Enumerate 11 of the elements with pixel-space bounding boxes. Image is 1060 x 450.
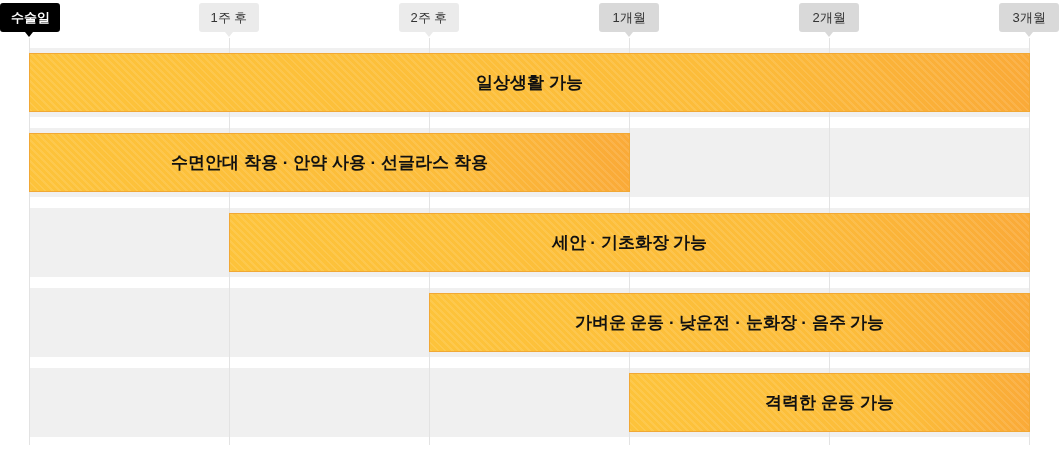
duration-bar: 수면안대 착용 · 안약 사용 · 선글라스 착용 — [29, 133, 630, 192]
time-marker-tag: 3개월 — [999, 3, 1059, 37]
duration-bar: 가벼운 운동 · 낮운전 · 눈화장 · 음주 가능 — [429, 293, 1030, 352]
time-marker-tag: 1주 후 — [199, 3, 259, 37]
duration-bar: 격력한 운동 가능 — [629, 373, 1030, 432]
time-marker-tag: 수술일 — [0, 3, 60, 37]
time-marker-tag: 2주 후 — [399, 3, 459, 37]
duration-bar: 세안 · 기초화장 가능 — [229, 213, 1030, 272]
time-marker-tag: 1개월 — [599, 3, 659, 37]
time-marker-tag: 2개월 — [799, 3, 859, 37]
duration-bar: 일상생활 가능 — [29, 53, 1030, 112]
